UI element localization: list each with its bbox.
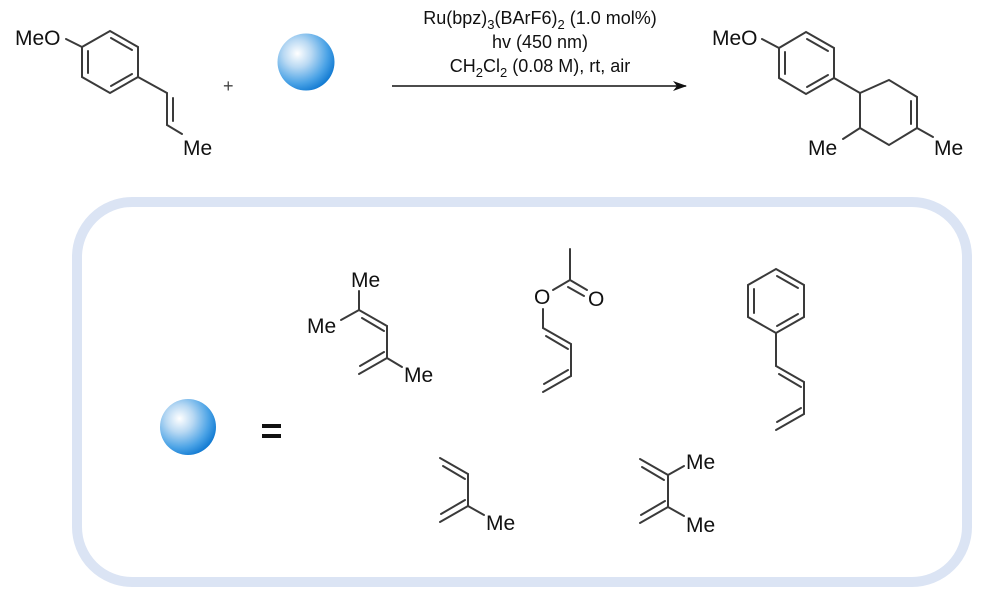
diene5-methyl-top: Me bbox=[686, 451, 715, 474]
phenyl-ring bbox=[747, 267, 805, 335]
diene2-carbonyl-oxygen: O bbox=[588, 288, 604, 311]
diene-acetoxybutadiene: O O bbox=[534, 248, 604, 393]
catalyst-text: Ru(bpz)3(BArF6)2 (1.0 mol%) bbox=[423, 8, 657, 32]
product-methyl-label-2: Me bbox=[934, 137, 963, 160]
plus-sign: + bbox=[223, 76, 234, 96]
cyclohexene-ring bbox=[859, 78, 918, 147]
diene2-ester-oxygen: O bbox=[534, 286, 550, 309]
diene-phenylbutadiene bbox=[747, 267, 805, 431]
diene-sphere-icon-legend bbox=[160, 399, 216, 455]
solvent-text: CH2Cl2 (0.08 M), rt, air bbox=[450, 56, 631, 80]
diene4-methyl: Me bbox=[486, 512, 515, 535]
product-methoxy-label: MeO bbox=[712, 27, 758, 50]
diene-sphere-icon bbox=[277, 33, 335, 91]
diene5-methyl-bottom: Me bbox=[686, 514, 715, 537]
diene1-methyl-top: Me bbox=[351, 269, 380, 292]
diene1-methyl-left: Me bbox=[307, 315, 336, 338]
methyl-label: Me bbox=[183, 137, 212, 160]
methoxy-label: MeO bbox=[15, 27, 61, 50]
product-benzene-ring bbox=[778, 30, 835, 96]
diene-dimethylpentadiene: Me Me Me bbox=[307, 269, 433, 387]
reaction-conditions: Ru(bpz)3(BArF6)2 (1.0 mol%) hv (450 nm) … bbox=[392, 8, 687, 91]
benzene-ring bbox=[81, 29, 139, 95]
diene1-methyl-right: Me bbox=[404, 364, 433, 387]
product-cyclohexene: MeO Me Me bbox=[712, 27, 963, 160]
light-text: hv (450 nm) bbox=[492, 32, 588, 52]
diene-dimethylbutadiene: Me Me bbox=[639, 451, 715, 537]
reactant-anethole: MeO Me bbox=[15, 27, 212, 160]
equals-sign bbox=[262, 424, 281, 438]
product-methyl-label-1: Me bbox=[808, 137, 837, 160]
diene-isoprene: Me bbox=[439, 457, 515, 535]
diene-scope-box bbox=[72, 197, 972, 587]
